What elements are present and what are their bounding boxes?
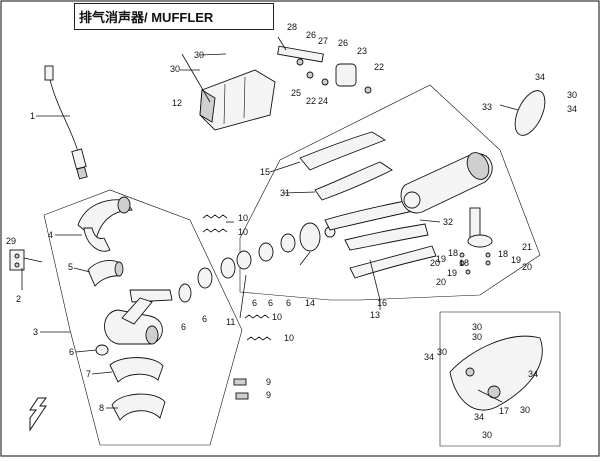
callout-28: 28 [287,22,297,32]
callout-34b: 34 [567,104,577,114]
callout-6b: 6 [181,322,186,332]
callout-10c: 10 [272,312,282,322]
callout-22a: 22 [306,96,316,106]
oxygen-sensor [44,65,88,180]
bracket [9,249,43,271]
callout-1: 1 [30,111,35,121]
callout-6f: 6 [286,298,291,308]
callout-30d: 30 [472,322,482,332]
callout-32: 32 [443,217,453,227]
callout-21: 21 [522,242,532,252]
callout-24: 24 [318,96,328,106]
muffler-body [400,152,493,214]
callout-34e: 34 [474,412,484,422]
callout-19a: 19 [436,254,446,264]
callout-18b: 18 [459,258,469,268]
heat-guard-upper [109,357,164,383]
callout-17: 17 [499,406,509,416]
callout-9b: 9 [266,390,271,400]
tail-pipe-upper [344,223,429,251]
callout-34a: 34 [535,72,545,82]
callout-labels: 1 2 3 4 5 6 6 6 6 6 6 14 7 8 9 9 10 10 1… [6,22,577,440]
callout-6d: 6 [252,298,257,308]
callout-20b: 20 [436,277,446,287]
callout-13: 13 [370,310,380,320]
right-group-outline [239,84,541,301]
callout-18c: 18 [498,249,508,259]
bolt-set-9 [233,378,249,400]
callout-10a: 10 [238,213,248,223]
heat-guard-lower [111,393,166,421]
callout-7: 7 [86,369,91,379]
callout-14: 14 [305,298,315,308]
callout-16: 16 [377,298,387,308]
muffler-mount-bracket [277,45,372,94]
callout-30a: 30 [194,50,204,60]
header-pipe-upper [77,196,133,252]
callout-34d: 34 [528,369,538,379]
callout-30c: 30 [567,90,577,100]
callout-11: 11 [226,317,235,327]
callout-27: 27 [318,36,328,46]
callout-30b: 30 [170,64,180,74]
muffler-bolts [459,252,491,275]
callout-23: 23 [357,46,367,56]
callout-20c: 20 [522,262,532,272]
heat-shield-top [199,69,276,131]
gasket-rings-center [178,222,336,303]
heatshield-outline [439,311,561,447]
callout-30f: 30 [520,405,530,415]
tail-pipe-lower [349,245,437,279]
callout-12: 12 [172,98,182,108]
callout-6e: 6 [268,298,273,308]
gasket-ring-left [95,344,109,356]
callout-6c: 6 [202,314,207,324]
callout-26a: 26 [306,30,316,40]
heat-shield-lower [449,335,543,411]
callout-10d: 10 [284,333,294,343]
header-assembly [104,289,173,345]
callout-30h: 30 [472,332,482,342]
callout-19b: 19 [447,268,457,278]
callout-10b: 10 [238,227,248,237]
callout-26b: 26 [338,38,348,48]
callout-30e: 30 [437,347,447,357]
callout-29: 29 [6,236,16,246]
callout-5: 5 [68,262,73,272]
springs-10 [202,214,272,341]
front-direction-arrow-icon [29,397,47,432]
callout-3: 3 [33,327,38,337]
callout-25: 25 [291,88,301,98]
callout-6a: 6 [69,347,74,357]
left-group-outline [43,189,243,446]
tail-tip [467,207,493,248]
callout-20a: 20 [430,258,440,268]
callout-8: 8 [99,403,104,413]
callout-2: 2 [16,294,21,304]
callout-31: 31 [280,188,290,198]
callout-30g: 30 [482,430,492,440]
callout-4: 4 [48,230,53,240]
leader-lines [21,36,519,409]
link-pipe-31 [314,161,393,201]
callout-33: 33 [482,102,492,112]
callout-34c: 34 [424,352,434,362]
callout-22b: 22 [374,62,384,72]
callout-19c: 19 [511,255,521,265]
link-pipe-upper [299,131,386,171]
header-pipe-mid [87,259,124,287]
end-cap [514,90,546,136]
callout-15: 15 [260,167,270,177]
callout-9a: 9 [266,377,271,387]
diagram-title: 排气消声器/ MUFFLER [74,3,274,30]
callout-18a: 18 [448,248,458,258]
